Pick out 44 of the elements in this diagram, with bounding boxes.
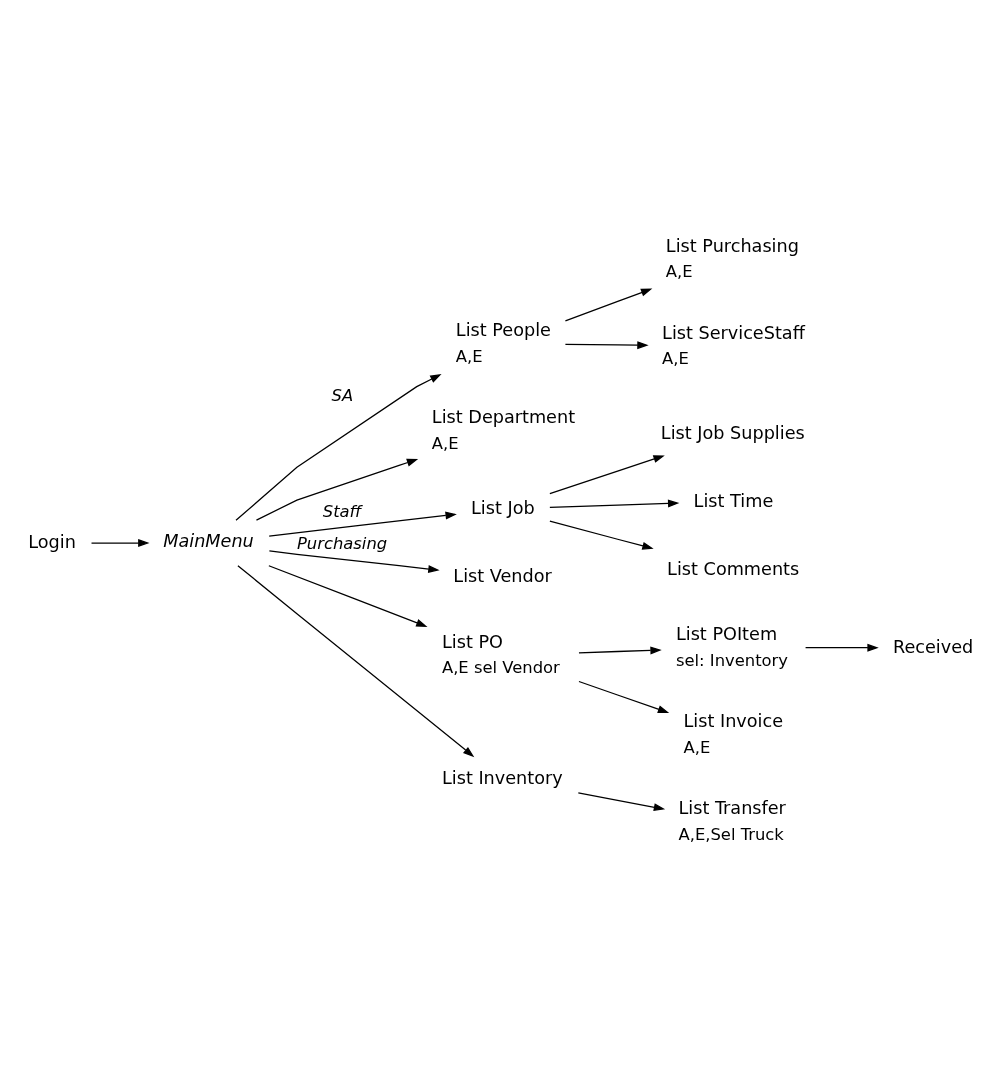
arrow (578, 680, 670, 713)
node-text: List People (455, 319, 551, 340)
node-text: List Job (470, 497, 535, 518)
edge-label: Purchasing (296, 533, 388, 553)
arrow (549, 520, 654, 550)
arrow (90, 538, 150, 547)
node-label: A,E (455, 346, 483, 366)
node-label: A,E (662, 348, 689, 368)
node-label: A,E sel Vendor (441, 657, 560, 677)
node-text: List Comments (667, 558, 800, 579)
node-text: MainMenu (163, 530, 254, 551)
node-text: Received (892, 636, 974, 657)
arrow (577, 791, 666, 811)
arrow (255, 458, 419, 521)
node-text: List Transfer (678, 797, 786, 818)
node-text: List Department (431, 406, 576, 427)
arrow (564, 288, 653, 321)
arrow (564, 340, 649, 349)
node-text: List Vendor (453, 565, 552, 586)
edge-label: SA (331, 385, 354, 405)
node-text: Login (28, 531, 76, 552)
node-label: A,E,Sel Truck (678, 824, 784, 844)
node-label: sel: Inventory (675, 650, 789, 670)
arrow (237, 564, 475, 757)
node-text: List Inventory (441, 767, 563, 788)
node-label: A,E (431, 433, 459, 453)
node-text: List Invoice (683, 710, 784, 731)
arrow (268, 511, 457, 537)
node-text: List Time (693, 490, 774, 511)
arrow (549, 454, 665, 494)
node-text: List Purchasing (665, 235, 799, 256)
node-text: List PO (441, 631, 503, 652)
node-label: A,E (683, 737, 711, 757)
arrow (549, 499, 680, 508)
node-text: List POItem (675, 623, 778, 644)
node-label: A,E (665, 261, 693, 281)
arrow (235, 373, 442, 521)
arrow (804, 643, 879, 652)
arrow (268, 549, 440, 573)
arrow (578, 645, 662, 654)
edge-label: Staff (322, 501, 362, 521)
arrow (268, 564, 428, 627)
node-text: List ServiceStaff (662, 322, 805, 343)
node-text: List Job Supplies (660, 422, 805, 443)
